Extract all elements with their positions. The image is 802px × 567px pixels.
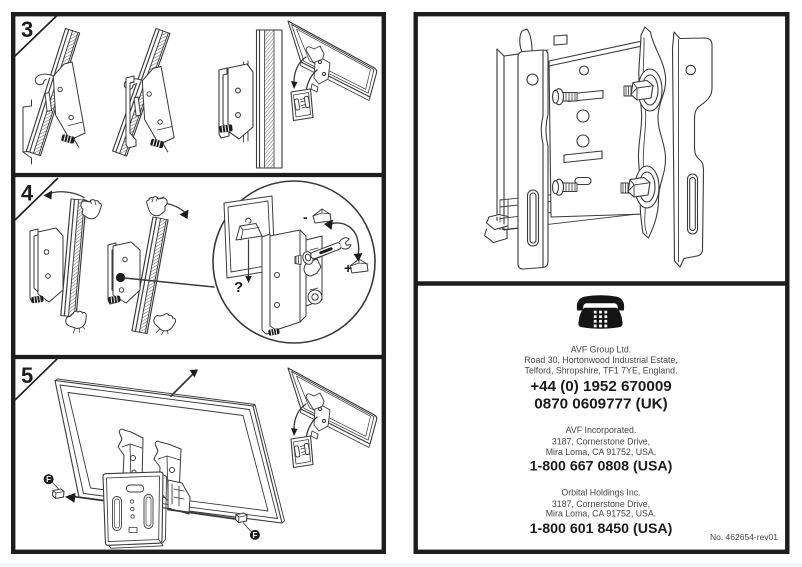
svg-text:+: +: [344, 260, 352, 276]
svg-text:AVF Group Ltd.: AVF Group Ltd.: [571, 345, 631, 355]
svg-text:F: F: [46, 475, 51, 484]
svg-text:0870 0609777 (UK): 0870 0609777 (UK): [534, 396, 667, 413]
svg-text:5: 5: [21, 363, 33, 388]
svg-text:Road 30, Hortonwood Industrial: Road 30, Hortonwood Industrial Estate,: [524, 355, 678, 365]
svg-text:Mira Loma, CA 91752, USA.: Mira Loma, CA 91752, USA.: [546, 509, 657, 519]
svg-text:No. 462654-rev01: No. 462654-rev01: [710, 532, 778, 542]
svg-text:3: 3: [21, 17, 33, 42]
svg-text:Telford, Shropshire, TF1 7YE,: Telford, Shropshire, TF1 7YE, England.: [525, 366, 678, 376]
svg-text:AVF Incorporated.: AVF Incorporated.: [566, 425, 637, 435]
svg-text:-: -: [303, 209, 308, 225]
svg-text:1-800 667 0808 (USA): 1-800 667 0808 (USA): [530, 459, 673, 475]
svg-text:3187, Cornerstone Drive,: 3187, Cornerstone Drive,: [552, 499, 650, 509]
svg-text:?: ?: [234, 279, 243, 296]
svg-text:1-800 601 8450 (USA): 1-800 601 8450 (USA): [530, 521, 673, 537]
svg-text:Mira Loma, CA 91752, USA.: Mira Loma, CA 91752, USA.: [546, 447, 657, 457]
svg-text:3187, Cornerstone Drive,: 3187, Cornerstone Drive,: [552, 437, 650, 447]
svg-text:+44 (0) 1952 670009: +44 (0) 1952 670009: [530, 378, 671, 395]
svg-text:Orbital Holdings Inc.: Orbital Holdings Inc.: [561, 488, 640, 498]
svg-text:4: 4: [21, 181, 34, 206]
svg-text:F: F: [252, 531, 257, 540]
